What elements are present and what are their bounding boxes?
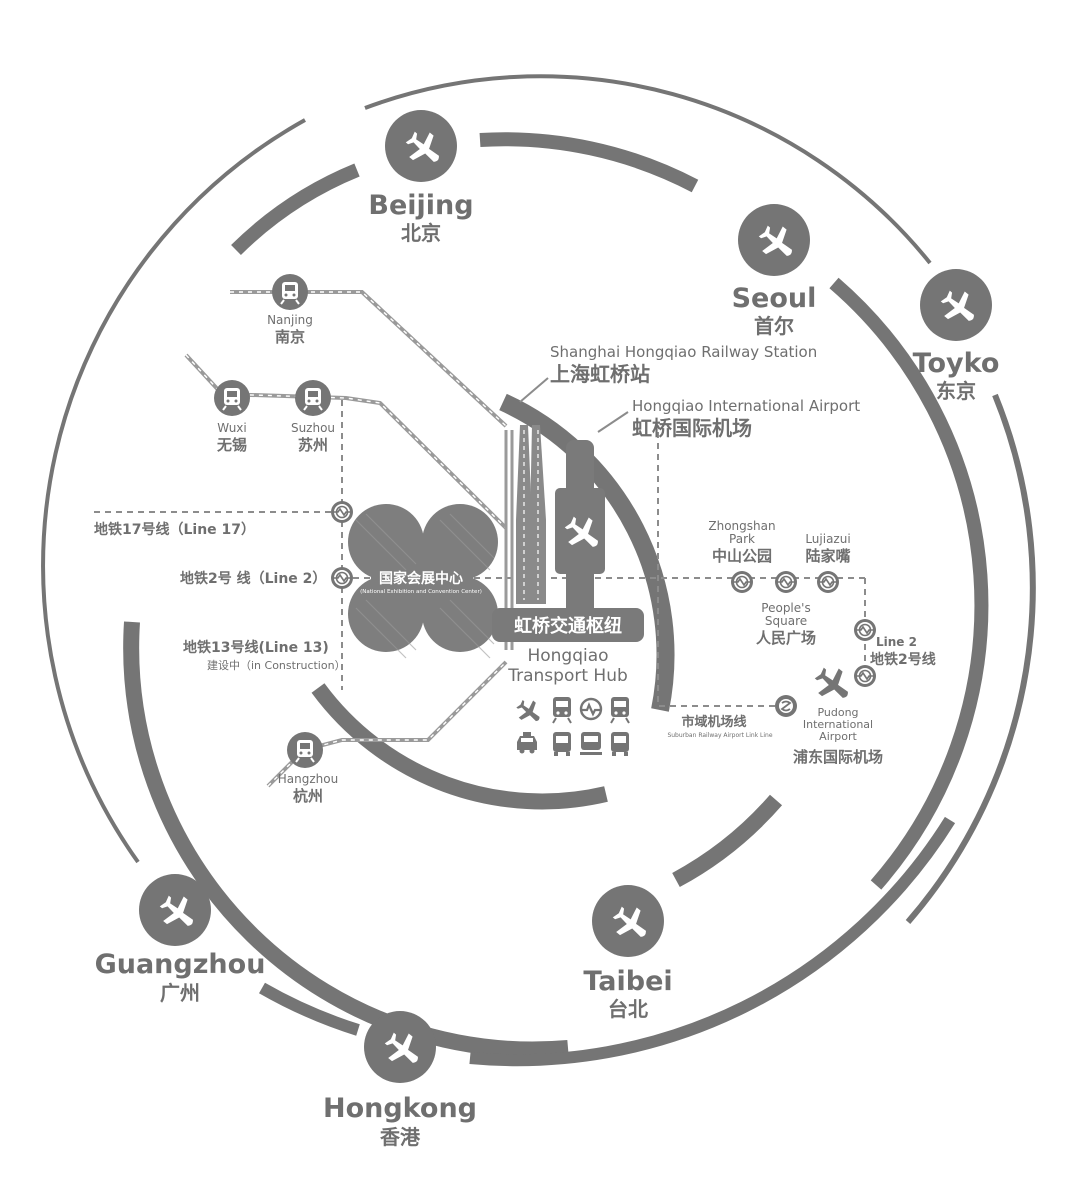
coach-icon <box>580 732 602 755</box>
city-beijing-en: Beijing <box>368 190 473 221</box>
station-wuxi-zh: 无锡 <box>216 436 247 454</box>
city-tokyo-zh: 东京 <box>936 379 976 403</box>
metro-icon-line2-west <box>331 567 353 589</box>
city-airport-icons <box>139 110 992 1083</box>
maglev-en: Suburban Railway Airport Link Line <box>667 732 772 739</box>
maglev-zh: 市域机场线 <box>681 714 746 730</box>
pudong-airport-en-2: International <box>803 718 873 731</box>
train-icon-hangzhou <box>287 732 323 768</box>
hub-label-box <box>492 608 644 642</box>
hub-inner-ring <box>499 393 675 712</box>
hub-mode-icons <box>516 697 630 756</box>
station-nanjing-zh: 南京 <box>275 328 305 346</box>
lujiazui-en: Lujiazui <box>805 532 850 546</box>
station-suzhou-zh: 苏州 <box>298 436 328 454</box>
city-taibei-en: Taibei <box>583 966 672 997</box>
metro-icon-line2-east-1 <box>854 619 876 641</box>
railway-station-en: Shanghai Hongqiao Railway Station <box>550 343 817 361</box>
maglev-icon <box>775 695 797 717</box>
train-icon-suzhou <box>295 380 331 416</box>
airplane-icon-guangzhou <box>139 874 211 946</box>
hongqiao-airport-terminal <box>555 440 608 620</box>
metro-icon <box>579 697 603 721</box>
train-icon-wuxi <box>214 380 250 416</box>
train-icon <box>610 697 630 724</box>
airplane-icon-tokyo <box>920 269 992 341</box>
metro-icon-peoples-square <box>775 571 797 593</box>
city-seoul-en: Seoul <box>732 283 817 314</box>
metro-line13-label: 地铁13号线(Line 13) <box>183 639 329 656</box>
city-taibei-zh: 台北 <box>608 997 648 1021</box>
city-hongkong-zh: 香港 <box>380 1125 421 1149</box>
train-icon-nanjing <box>272 274 308 310</box>
airplane-icon-taibei <box>592 885 664 957</box>
bus-icon <box>553 732 571 756</box>
city-hongkong-en: Hongkong <box>323 1093 477 1124</box>
station-suzhou-en: Suzhou <box>291 421 335 435</box>
city-guangzhou-zh: 广州 <box>160 981 200 1005</box>
hongqiao-airport-zh: 虹桥国际机场 <box>632 416 752 440</box>
pudong-airport-zh: 浦东国际机场 <box>793 748 883 766</box>
train-icon <box>552 697 572 724</box>
line2-east-zh: 地铁2号线 <box>870 651 936 668</box>
railway-station-zh: 上海虹桥站 <box>550 362 650 386</box>
metro-line17-label: 地铁17号线（Line 17） <box>94 521 255 538</box>
metro-icon-line17 <box>331 501 353 523</box>
airplane-icon <box>516 699 540 722</box>
zhongshan-park-en-1: Zhongshan <box>708 519 775 533</box>
city-tokyo-en: Toyko <box>913 348 1000 379</box>
zhongshan-park-en-2: Park <box>729 532 755 546</box>
hongqiao-airport-en: Hongqiao International Airport <box>632 397 860 415</box>
railway-station-platforms <box>504 425 546 650</box>
station-hangzhou-zh: 杭州 <box>293 787 323 805</box>
station-wuxi-en: Wuxi <box>217 421 246 435</box>
train-station-icons <box>214 274 331 768</box>
metro-station-icons <box>331 501 876 717</box>
hub-title-en-2: Transport Hub <box>507 666 628 686</box>
peoples-square-en-1: People's <box>761 601 810 615</box>
convention-center <box>348 504 498 659</box>
station-labels: Nanjing 南京 Wuxi 无锡 Suzhou 苏州 Hangzhou 杭州 <box>216 313 338 805</box>
convention-center-en: (National Exhibition and Convention Cent… <box>360 589 482 595</box>
city-seoul-zh: 首尔 <box>754 314 794 338</box>
airplane-icon-pudong <box>814 667 848 698</box>
metro-line2-label: 地铁2号 线（Line 2） <box>180 570 326 587</box>
airplane-icon-seoul <box>738 204 810 276</box>
hub-title-zh: 虹桥交通枢纽 <box>514 615 622 637</box>
airplane-icon-beijing <box>385 110 457 182</box>
metro-line13-note: 建设中（in Construction） <box>207 658 346 672</box>
city-guangzhou-en: Guangzhou <box>95 949 266 980</box>
route-rings <box>41 74 1036 1067</box>
pudong-airport-en-1: Pudong <box>817 706 858 719</box>
line2-east-en: Line 2 <box>876 635 917 649</box>
city-labels: Beijing 北京 Seoul 首尔 Toyko 东京 Guangzhou 广… <box>95 190 1000 1149</box>
hub-inner-ring-lower <box>311 683 608 810</box>
convention-center-zh: 国家会展中心 <box>379 570 463 587</box>
metro-icon-line2-east-2 <box>854 665 876 687</box>
peoples-square-zh: 人民广场 <box>756 629 816 647</box>
bus-icon <box>611 732 629 756</box>
zhongshan-park-zh: 中山公园 <box>712 547 772 565</box>
station-hangzhou-en: Hangzhou <box>278 772 338 786</box>
city-beijing-zh: 北京 <box>401 221 441 245</box>
station-nanjing-en: Nanjing <box>267 313 313 327</box>
lujiazui-zh: 陆家嘴 <box>805 547 850 565</box>
airplane-icon-hongkong <box>364 1011 436 1083</box>
taxi-icon <box>517 732 537 754</box>
hub-title-en-1: Hongqiao <box>527 646 608 666</box>
metro-icon-lujiazui <box>817 571 839 593</box>
pudong-airport-en-3: Airport <box>819 730 857 743</box>
peoples-square-en-2: Square <box>765 614 807 628</box>
metro-icon-zhongshan <box>731 571 753 593</box>
